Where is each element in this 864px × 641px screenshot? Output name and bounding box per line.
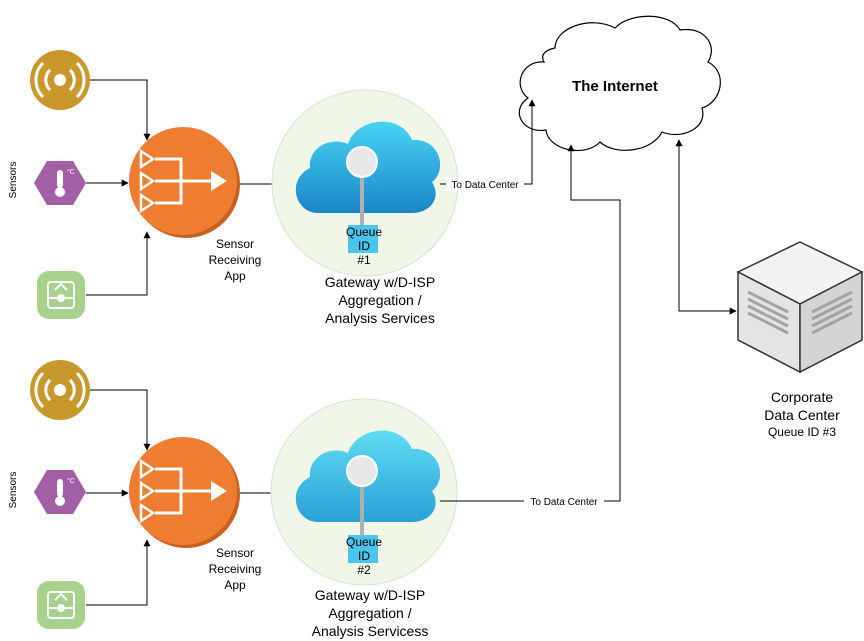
gateway2-title-line1: Gateway w/D-ISP	[315, 587, 425, 603]
gps-sensor-icon	[36, 270, 86, 320]
edge-label-gateway1: To Data Center	[451, 180, 519, 191]
gateway1-title-line3: Analysis Services	[325, 310, 435, 326]
connector	[440, 144, 621, 502]
datacenter-label-line2: Data Center	[764, 407, 840, 423]
antenna-icon	[28, 48, 92, 112]
datacenter-label-line3: Queue ID #3	[768, 425, 836, 439]
gps-sensor-icon	[36, 580, 86, 630]
queue2-label-line2: ID	[358, 549, 370, 563]
sensor-app-label-line3: App	[224, 578, 246, 592]
cloud-queue-icon	[295, 121, 441, 253]
sensor-app-label-line2: Receiving	[209, 562, 262, 576]
queue1-label-line3: #1	[357, 253, 371, 267]
gateway1-title-line1: Gateway w/D-ISP	[325, 274, 435, 290]
queue2-label-line3: #2	[357, 563, 371, 577]
internet-cloud: The Internet	[518, 15, 721, 152]
gateway2-title-line3: Analysis Servicess	[312, 623, 429, 639]
cloud-queue-icon	[295, 430, 441, 563]
sensor-app-label-line1: Sensor	[216, 237, 254, 251]
queue2-label-line1: Queue	[346, 535, 382, 549]
gateway2-title-line2: Aggregation /	[328, 605, 411, 621]
router-icon	[127, 125, 242, 240]
internet-label: The Internet	[572, 78, 658, 95]
connector	[675, 139, 737, 315]
sensors-label-bottom: Sensors	[8, 472, 19, 509]
sensor-app-label-line2: Receiving	[209, 253, 262, 267]
router-icon	[127, 435, 242, 550]
server-icon	[736, 240, 864, 374]
datacenter-label-line1: Corporate	[771, 389, 833, 405]
gateway1-title-line2: Aggregation /	[338, 292, 421, 308]
queue1-label-line1: Queue	[346, 225, 382, 239]
connector	[86, 231, 151, 296]
connector	[90, 389, 151, 451]
connector	[86, 539, 151, 606]
thermometer-icon	[34, 161, 86, 205]
sensor-app-label-line3: App	[224, 269, 246, 283]
thermometer-icon	[34, 470, 86, 514]
edge-label-gateway2: To Data Center	[530, 497, 598, 508]
connector	[90, 79, 151, 141]
antenna-icon	[28, 358, 92, 422]
sensor-app-label-line1: Sensor	[216, 546, 254, 560]
sensors-label-top: Sensors	[8, 162, 19, 199]
queue1-label-line2: ID	[358, 239, 370, 253]
